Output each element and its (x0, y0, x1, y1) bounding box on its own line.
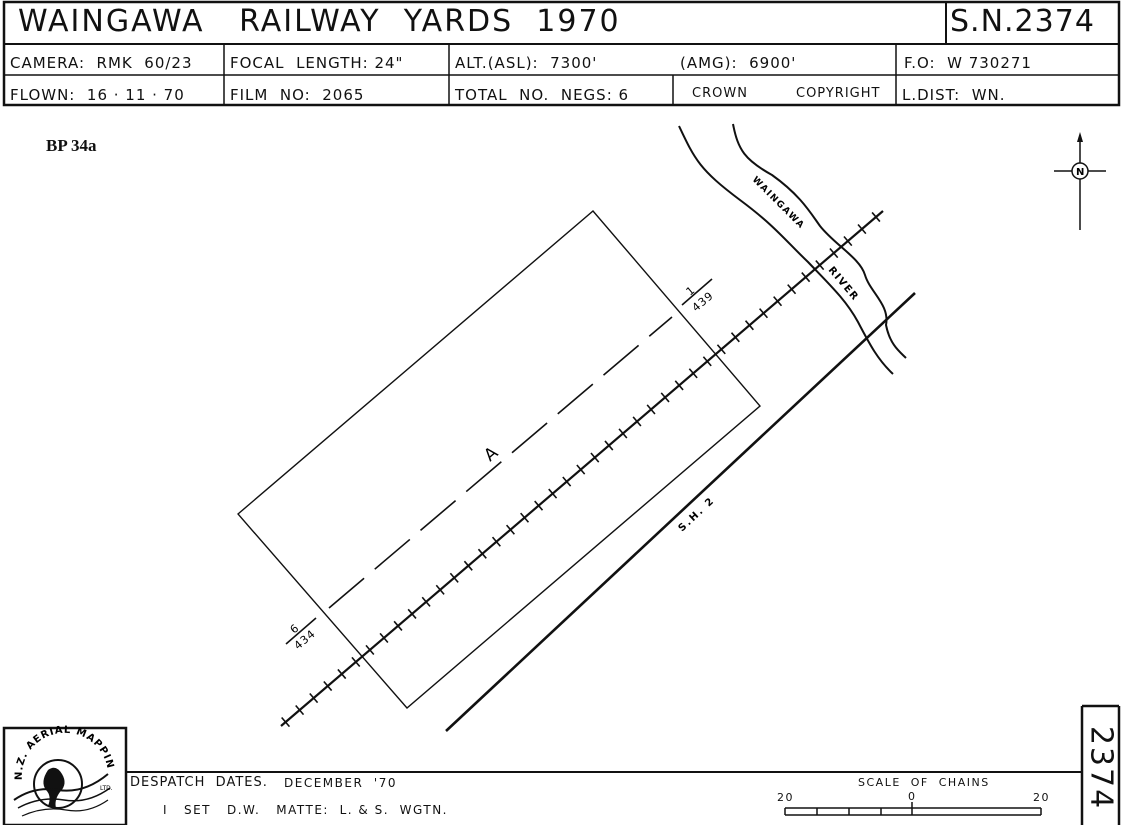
road-label: S.H. 2 (677, 495, 718, 534)
rail-tie (702, 356, 712, 367)
rail-tie (365, 644, 375, 656)
logo-frame (2, 726, 128, 825)
end-photo-divider (285, 617, 317, 645)
side-sheet-number: 2374 (1082, 718, 1120, 818)
logo-ltd-text: LTD. (100, 785, 113, 792)
rail-tie (618, 428, 628, 439)
rail-tie (407, 608, 417, 619)
rail-tie (674, 380, 684, 391)
railway-line (280, 210, 884, 728)
rail-tie (562, 476, 572, 487)
scale-right-value: 20 (1033, 791, 1050, 804)
rail-tie (463, 560, 473, 571)
svg-text:N.Z. AERIAL MAPPING: N.Z. AERIAL MAPPING (0, 0, 116, 780)
nz-aerial-mapping-logo: N.Z. AERIAL MAPPING LTD. (0, 0, 116, 817)
rail-tie (730, 332, 740, 343)
rail-tie (309, 692, 319, 704)
despatch-label: DESPATCH DATES. (130, 775, 268, 790)
crown-label: CROWN (692, 86, 748, 101)
rail-tie (379, 632, 389, 643)
camera-field: CAMERA: RMK 60/23 (10, 54, 193, 72)
land-district-field: L.DIST: WN. (902, 86, 1006, 104)
scale-bar (784, 802, 1042, 816)
rail-tie (773, 296, 783, 307)
rail-tie (449, 572, 459, 583)
rail-tie (590, 452, 600, 463)
photo-coverage-box (237, 210, 761, 709)
rail-tie (505, 524, 515, 535)
rail-tie (491, 536, 501, 547)
rail-tie (295, 704, 305, 716)
end-photo-top: 6 (288, 622, 302, 636)
start-photo-divider (681, 278, 713, 306)
rail-tie (744, 320, 754, 331)
side-sheet-number-text: 2374 (1083, 725, 1119, 811)
rail-tie (351, 656, 361, 668)
rail-tie (520, 512, 530, 523)
sheet-number: S.N.2374 (950, 4, 1095, 39)
rail-tie (393, 620, 403, 631)
river-bank-left (678, 125, 894, 375)
rail-tie (604, 440, 614, 451)
fo-field: F.O: W 730271 (904, 54, 1032, 72)
scale-title: SCALE OF CHAINS (858, 776, 990, 789)
rail-tie (801, 272, 811, 283)
rail-tie (688, 368, 698, 379)
rail-tie (646, 404, 656, 415)
start-photo-top: 1 (684, 284, 698, 298)
set-line: I SET D.W. MATTE: L. & S. WGTN. (163, 803, 448, 817)
rail-tie (759, 308, 769, 319)
header-frame (2, 0, 1121, 107)
flight-line (328, 316, 673, 609)
river-bank-right (732, 123, 907, 359)
film-number-field: FILM NO: 2065 (230, 86, 365, 104)
state-highway-line (445, 292, 916, 732)
rail-tie (632, 416, 642, 427)
reference-code: BP 34a (46, 136, 97, 155)
scale-left-value: 20 (777, 791, 794, 804)
map-title: WAINGAWA RAILWAY YARDS 1970 (18, 4, 621, 39)
total-negs-field: TOTAL NO. NEGS: 6 (455, 86, 630, 104)
rail-tie (548, 488, 558, 499)
rail-tie (857, 223, 867, 235)
rail-tie (843, 235, 853, 247)
rail-tie (281, 717, 291, 728)
rail-tie (815, 260, 825, 271)
north-arrow (1054, 132, 1106, 230)
despatch-value: DECEMBER '70 (284, 776, 397, 790)
rail-tie (871, 211, 881, 223)
rail-tie (421, 596, 431, 607)
rail-tie (576, 464, 586, 475)
rail-tie (435, 584, 445, 595)
river-label-waingawa: WAINGAWA (750, 175, 806, 231)
rail-tie (829, 247, 839, 259)
rail-tie (716, 344, 726, 355)
river-label-river: RIVER (826, 265, 861, 304)
rail-tie (477, 548, 487, 559)
logo-arc-text: N.Z. AERIAL MAPPING (0, 0, 115, 780)
north-label: N (1076, 167, 1084, 178)
scale-zero: 0 (908, 790, 917, 803)
copyright-label: COPYRIGHT (796, 86, 881, 101)
rail-tie (337, 668, 347, 680)
rail-tie (787, 284, 797, 295)
focal-length-field: FOCAL LENGTH: 24" (230, 54, 404, 72)
rail-tie (660, 392, 670, 403)
flown-date-field: FLOWN: 16 · 11 · 70 (10, 86, 185, 104)
rail-tie (323, 680, 333, 692)
altitude-amg-field: (AMG): 6900' (680, 54, 797, 72)
altitude-asl-field: ALT.(ASL): 7300' (455, 54, 598, 72)
rail-tie (534, 500, 544, 511)
run-label: A (480, 443, 502, 466)
